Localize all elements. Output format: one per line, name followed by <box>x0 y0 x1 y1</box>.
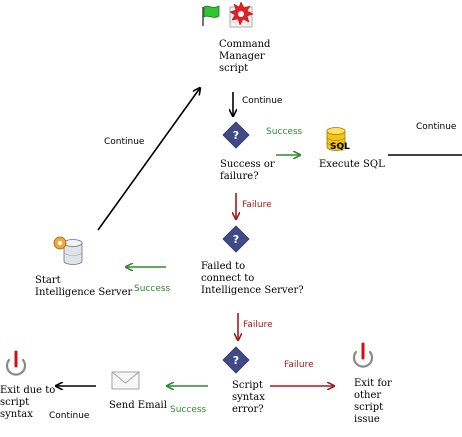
decision3-diamond-icon[interactable]: ? <box>222 346 250 374</box>
decision2-label: Failed to connect to Intelligence Server… <box>201 261 304 296</box>
decision3-label: Script syntax error? <box>232 380 265 415</box>
edge-label-continue-left: Continue <box>104 137 145 147</box>
edge-label-failure-1: Failure <box>242 200 272 210</box>
svg-text:?: ? <box>233 129 239 142</box>
sql-badge: SQL <box>330 142 350 152</box>
exit-syntax-power-icon[interactable] <box>5 350 27 376</box>
exit-other-power-icon[interactable] <box>352 342 374 368</box>
green-flag-icon[interactable] <box>202 5 220 26</box>
decision2-diamond-icon[interactable]: ? <box>222 225 250 253</box>
envelope-icon[interactable] <box>111 371 140 390</box>
send-email-label: Send Email <box>109 400 167 411</box>
edge-label-continue-bottom: Continue <box>49 411 90 421</box>
edge-label-success-sql: Success <box>266 127 303 137</box>
svg-text:?: ? <box>233 233 239 246</box>
script-icon[interactable] <box>229 1 254 28</box>
edge-label-failure-2: Failure <box>243 320 273 330</box>
edge-label-continue-right: Continue <box>416 122 457 132</box>
edge-label-success-start: Success <box>134 284 171 294</box>
arrow-start-to-cm <box>97 88 200 231</box>
execute-sql-label: Execute SQL <box>319 159 385 170</box>
database-icon[interactable] <box>326 127 346 151</box>
decision1-diamond-icon[interactable]: ? <box>222 121 250 149</box>
start-intelligence-server-label: Start Intelligence Server <box>35 275 133 298</box>
edge-label-continue-top: Continue <box>242 96 283 106</box>
server-icon[interactable] <box>53 236 83 265</box>
edge-label-success-email: Success <box>170 405 207 415</box>
edge-label-failure-3: Failure <box>284 360 314 370</box>
exit-other-label: Exit for other script issue <box>354 378 392 425</box>
exit-syntax-label: Exit due to script syntax <box>0 385 56 420</box>
svg-text:?: ? <box>233 354 239 367</box>
decision1-label: Success or failure? <box>220 159 275 182</box>
command-manager-script-label: Command Manager script <box>219 39 271 74</box>
